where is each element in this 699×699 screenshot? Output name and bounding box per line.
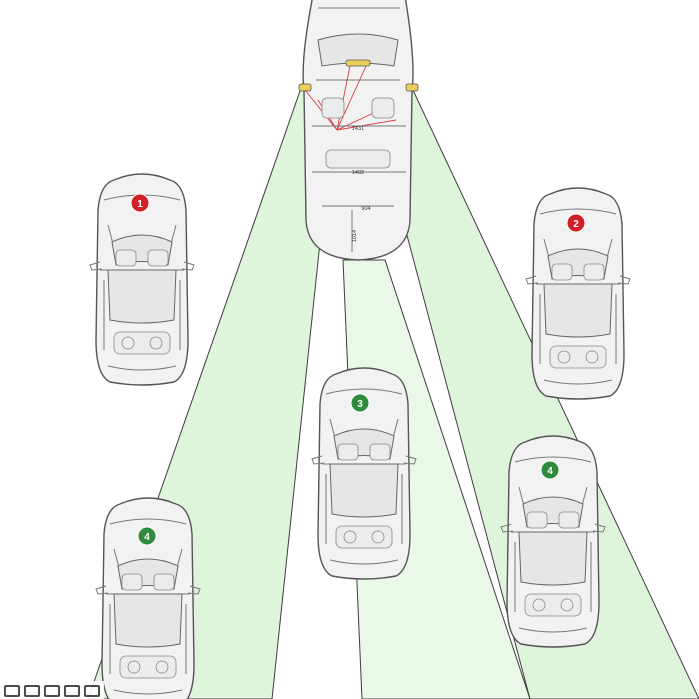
dimension-label: 904 <box>361 206 370 212</box>
vehicle-4-left: 4 <box>95 497 201 699</box>
vehicle-number: 4 <box>547 466 553 477</box>
vehicle-badge <box>350 393 370 413</box>
vehicle-number: 4 <box>144 532 150 543</box>
vehicle-2: 2 <box>525 187 631 400</box>
vehicle-number: 3 <box>357 399 363 410</box>
vehicle-number: 2 <box>573 219 579 230</box>
dimension-label: 1431 <box>352 126 364 132</box>
left-mirror-sensor <box>298 83 312 92</box>
vehicle-4-right: 4 <box>500 435 606 648</box>
watermark-logo <box>0 681 104 699</box>
vehicle-badge <box>130 193 150 213</box>
vehicle-badge <box>137 526 157 546</box>
vehicle-3: 3 <box>311 367 417 580</box>
sensor-mount <box>345 59 371 67</box>
vehicle-number: 1 <box>137 199 143 210</box>
vehicle-badge <box>566 213 586 233</box>
dimension-label: 1014 <box>352 230 358 242</box>
vehicle-badge <box>540 460 560 480</box>
right-mirror-sensor <box>405 83 419 92</box>
sensor-vehicle: 1431 1402 904 1014 <box>298 0 419 261</box>
dimension-label: 1402 <box>352 170 364 176</box>
vehicle-1: 1 <box>89 173 195 386</box>
